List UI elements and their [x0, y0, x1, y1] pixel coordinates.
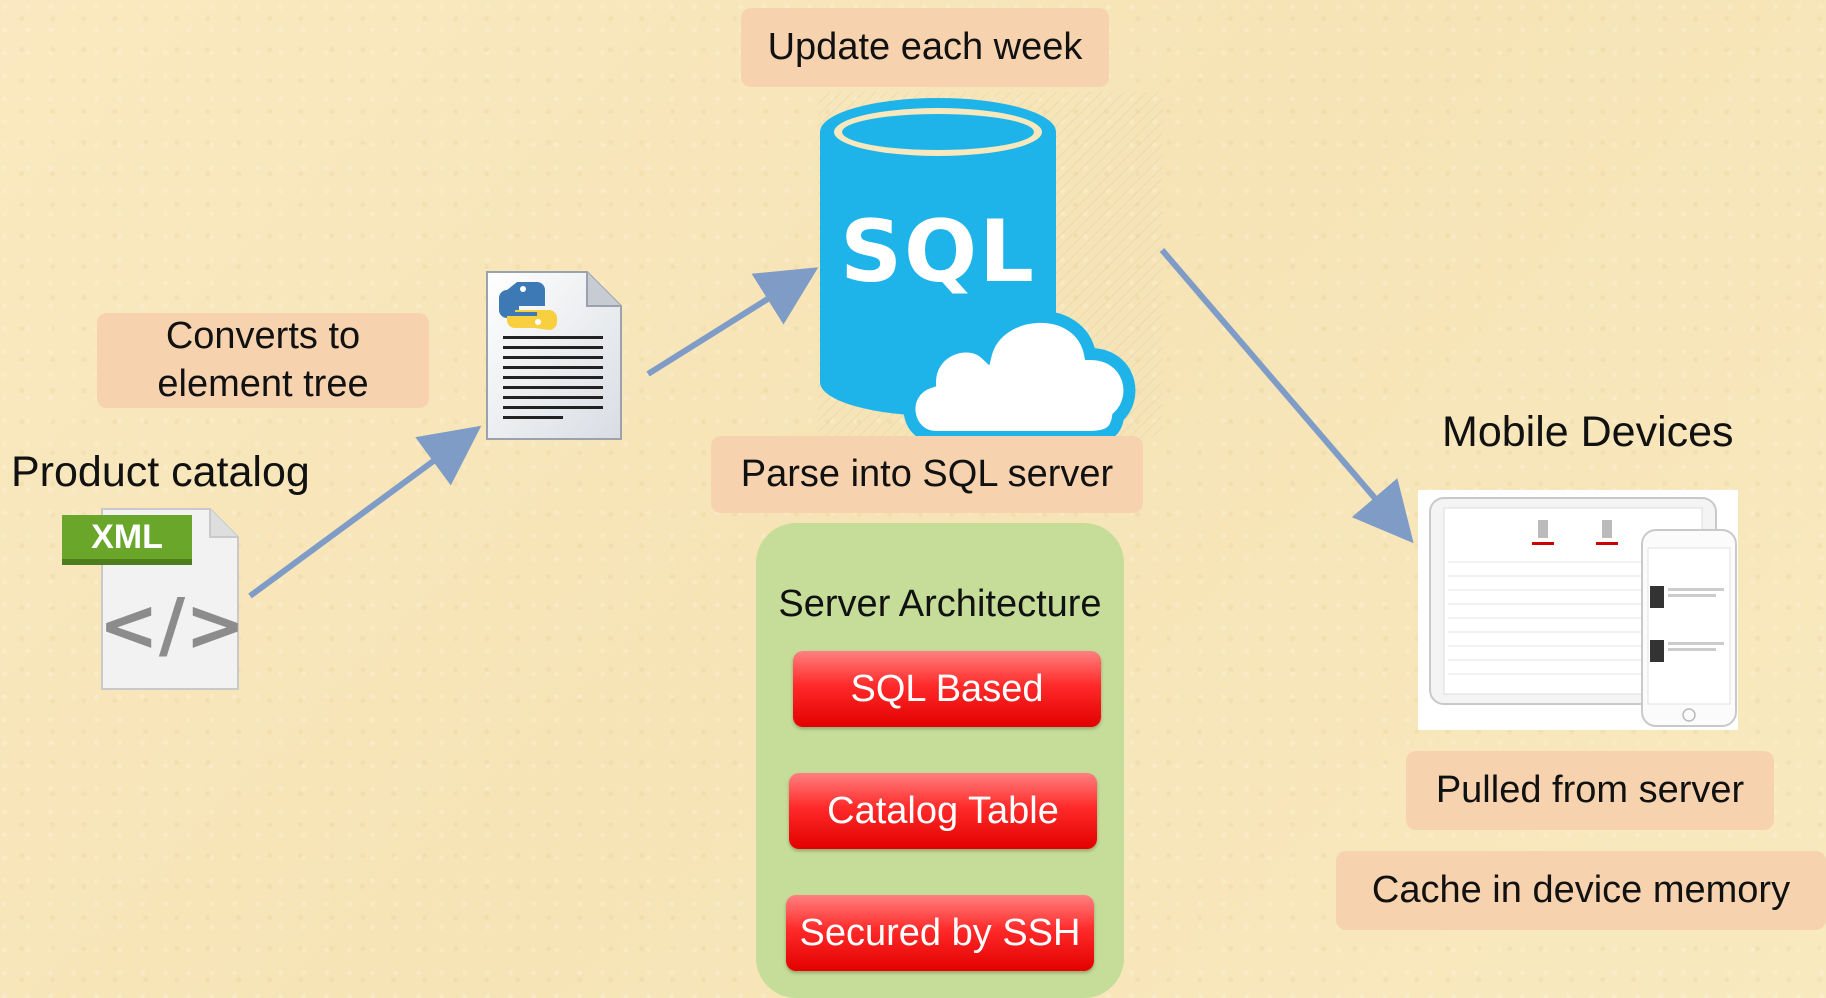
catalog-table-item: Catalog Table [789, 773, 1097, 849]
arrow-sql-to-mobile [1159, 248, 1414, 544]
parse-into-sql-text: Parse into SQL server [740, 452, 1114, 495]
xml-badge-text: XML [91, 517, 163, 556]
sql-based-item: SQL Based [793, 651, 1101, 727]
python-script-icon [483, 268, 625, 443]
converts-to-label: Converts to element tree [97, 313, 429, 408]
arrow-python-to-sql [646, 267, 819, 377]
sql-text: SQL [840, 202, 1036, 302]
mobile-devices-label: Mobile Devices [1442, 408, 1734, 456]
secured-by-ssh-item: Secured by SSH [786, 895, 1094, 971]
server-architecture-panel: Server Architecture SQL Based Catalog Ta… [756, 523, 1124, 998]
xml-file-icon: XML </> [60, 505, 250, 691]
arrow-xml-to-python [248, 425, 482, 599]
xml-code-glyph: </> [98, 583, 246, 667]
cache-in-memory-text: Cache in device memory [1371, 868, 1791, 911]
pulled-from-server-label: Pulled from server [1406, 751, 1774, 830]
product-catalog-label: Product catalog [11, 448, 310, 496]
mobile-devices-image [1418, 490, 1738, 730]
pulled-from-server-text: Pulled from server [1435, 768, 1745, 811]
update-each-week-text: Update each week [767, 25, 1083, 68]
update-each-week-label: Update each week [741, 8, 1109, 87]
converts-to-text: Converts to element tree [157, 315, 369, 405]
server-architecture-title: Server Architecture [778, 583, 1102, 625]
cache-in-memory-label: Cache in device memory [1336, 851, 1826, 930]
sql-database-icon: SQL [818, 92, 1163, 443]
parse-into-sql-label: Parse into SQL server [711, 436, 1143, 513]
